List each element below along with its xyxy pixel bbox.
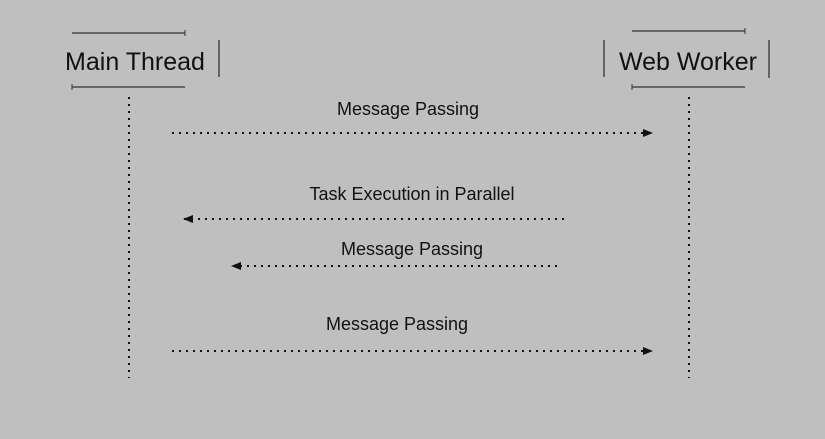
participant-label: Main Thread xyxy=(65,48,205,76)
message-label: Task Execution in Parallel xyxy=(309,184,514,204)
message-label: Message Passing xyxy=(326,314,468,334)
participant-web-worker: Web Worker xyxy=(603,28,770,90)
participant-main-thread: Main Thread xyxy=(65,30,220,90)
message-label: Message Passing xyxy=(341,239,483,259)
message-3: Message Passing xyxy=(231,239,557,270)
message-1: Message Passing xyxy=(172,99,653,137)
message-4: Message Passing xyxy=(172,314,653,355)
message-label: Message Passing xyxy=(337,99,479,119)
participant-label: Web Worker xyxy=(619,48,757,76)
message-2: Task Execution in Parallel xyxy=(183,184,564,223)
